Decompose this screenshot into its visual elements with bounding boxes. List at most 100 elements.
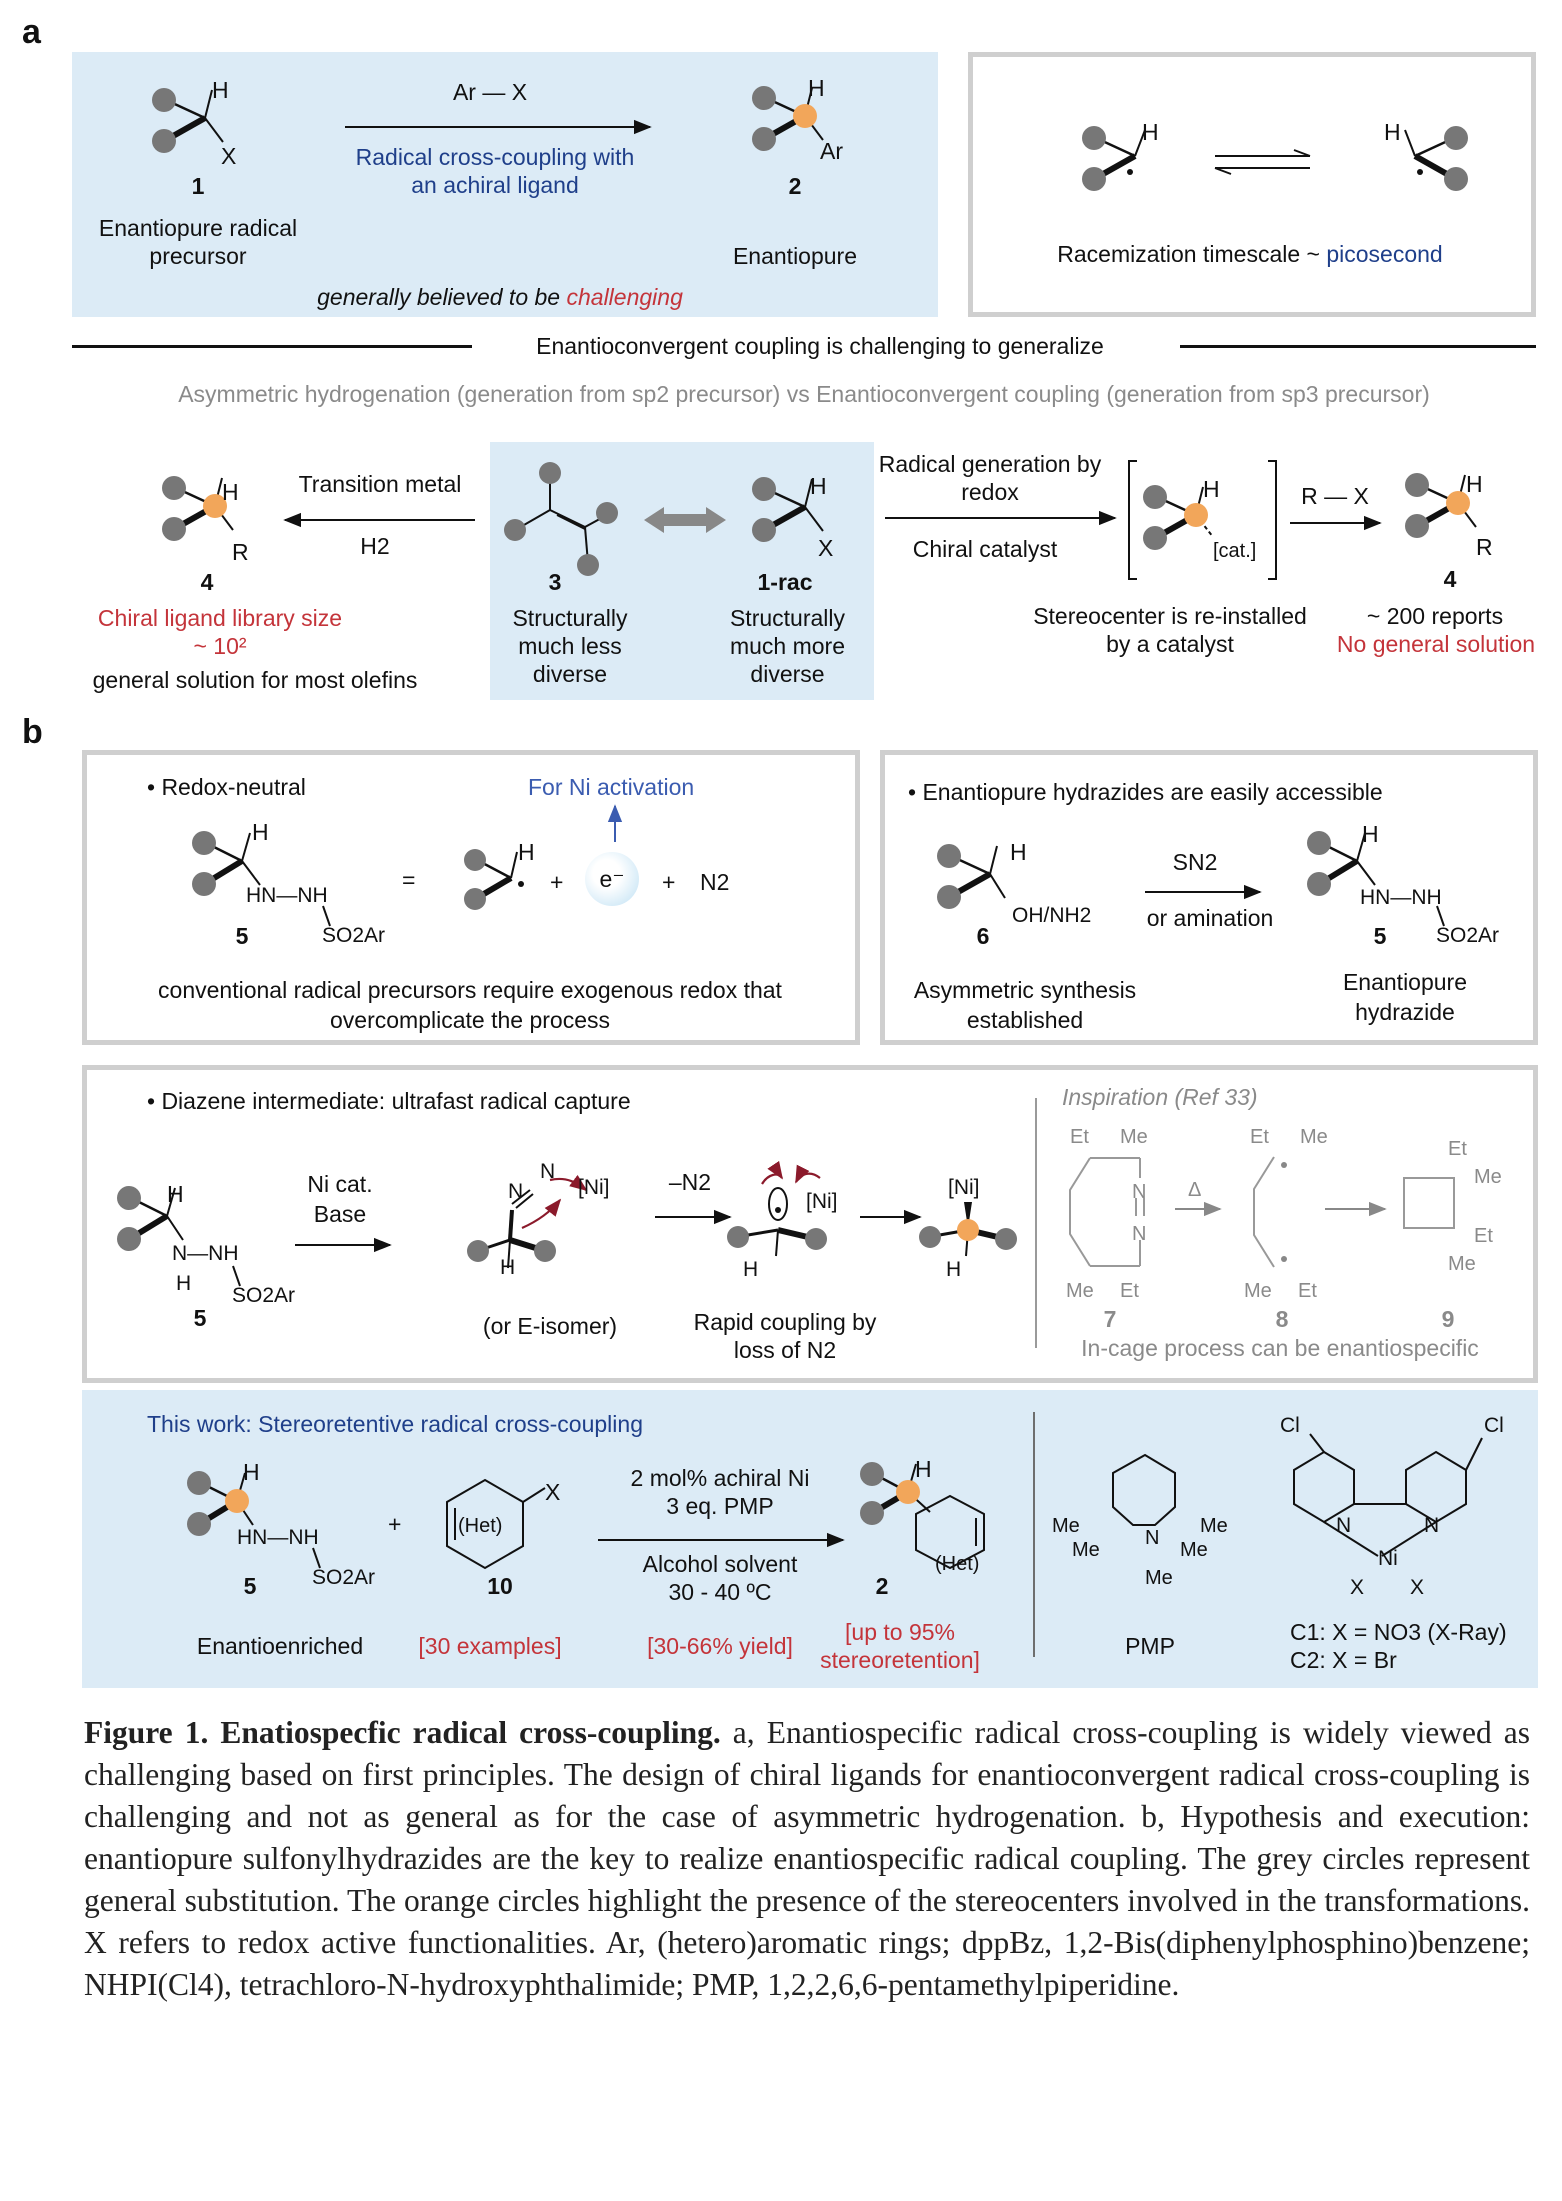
- compound-number-5-box3: 5: [193, 1305, 207, 1331]
- arrow-ar-x-label: Ar — X: [452, 79, 528, 105]
- h2-label: H2: [360, 533, 390, 559]
- condition-solvent: Alcohol solvent: [642, 1551, 798, 1577]
- compound-8-structure: [1253, 1156, 1287, 1268]
- left-product-4-structure: [162, 476, 234, 541]
- radical-ni-structure: [727, 1160, 827, 1257]
- right-product-4-structure: [1405, 473, 1477, 538]
- arrow-radical-cross-coupling-label: Radical cross-coupling with an achiral l…: [355, 144, 635, 198]
- compound-number-1: 1: [191, 173, 205, 199]
- aryl-halide-10-structure: [446, 1478, 546, 1570]
- right-product-h: H: [1466, 471, 1483, 497]
- r-x-label: R — X: [1301, 483, 1369, 509]
- box4-hydrazide-h: H: [243, 1459, 260, 1485]
- diazene-n-left: N: [508, 1180, 524, 1203]
- box4-product-het: (Het): [935, 1553, 980, 1575]
- box4-so2ar-bond: [312, 1547, 321, 1569]
- delta-label: Δ: [1188, 1179, 1202, 1201]
- ring-closure-arrow: [1325, 1201, 1387, 1217]
- c7-me-bottom: Me: [1066, 1280, 1094, 1302]
- compound-number-7: 7: [1103, 1306, 1117, 1332]
- compound-number-2-box4: 2: [875, 1573, 889, 1599]
- radical-left-structure: [1082, 126, 1146, 191]
- figure-caption-text: a, Enantiospecific radical cross-couplin…: [84, 1715, 1530, 2002]
- catalyst-bracket-structure: [1128, 460, 1277, 580]
- alcohol-6-structure: [937, 844, 1006, 909]
- box4-het-label: (Het): [458, 1515, 503, 1537]
- compound-number-4-left: 4: [200, 569, 214, 595]
- ni-complex-h: H: [946, 1258, 962, 1281]
- diazene-ni-label: [Ni]: [578, 1176, 610, 1199]
- catalyst-x-right: X: [1410, 1576, 1425, 1599]
- challenging-highlight: challenging: [566, 284, 683, 310]
- catalyst-bracket-h: H: [1203, 476, 1220, 502]
- hydrogenation-vs-coupling: Asymmetric hydrogenation (generation fro…: [178, 381, 1430, 407]
- radical-generation-arrow: [885, 510, 1117, 526]
- pmp-me-n: Me: [1145, 1567, 1173, 1589]
- condition-catalyst: 2 mol% achiral Ni: [630, 1465, 810, 1491]
- e-isomer-note: (or E-isomer): [482, 1313, 618, 1339]
- diazene-bullet: • Diazene intermediate: ultrafast radica…: [147, 1088, 631, 1114]
- box4-product-h: H: [915, 1456, 932, 1482]
- left-product-h: H: [222, 479, 239, 505]
- pmp-label: PMP: [1125, 1633, 1175, 1659]
- condition-temperature: 30 - 40 ºC: [668, 1579, 772, 1605]
- c7-n-bottom: N: [1132, 1223, 1147, 1245]
- equilibrium-arrows: [1214, 149, 1311, 175]
- racemic-1-structure: [752, 477, 824, 542]
- compound-number-3: 3: [548, 569, 562, 595]
- catalyst-c2-label: C2: X = Br: [1290, 1647, 1397, 1673]
- enantioenriched-label: Enantioenriched: [196, 1633, 364, 1659]
- ni-center-label: Ni: [1378, 1547, 1398, 1570]
- c9-et-top: Et: [1448, 1138, 1467, 1160]
- thermolysis-arrow: [1175, 1201, 1222, 1217]
- picosecond-highlight: picosecond: [1326, 241, 1443, 267]
- asymmetric-synthesis-caption: Asymmetric synthesis established: [913, 977, 1137, 1033]
- diazene-formation-arrow: [295, 1237, 392, 1253]
- n2-loss-arrow: [655, 1209, 732, 1225]
- this-work-divider: [1033, 1412, 1035, 1657]
- hydrazide-access-box: [880, 750, 1538, 1045]
- hydrazide-5-structure-box1: [192, 831, 261, 896]
- c8-et-bottom: Et: [1298, 1280, 1317, 1302]
- redox-neutral-bullet: • Redox-neutral: [147, 774, 306, 800]
- no-general-solution: No general solution: [1336, 631, 1536, 657]
- cross-coupling-arrow: [1290, 515, 1382, 531]
- challenging-note: generally believed to be challenging: [240, 283, 760, 311]
- bipyridine-ni-catalyst-structure: [1293, 1433, 1483, 1557]
- product-2-caption: Enantiopure: [732, 243, 858, 269]
- catalyst-c1-label: C1: X = NO3 (X-Ray): [1290, 1619, 1507, 1645]
- diazene-intermediate-structure: [467, 1174, 588, 1269]
- ni-cat-label: Ni cat.: [307, 1171, 373, 1197]
- alcohol-6-h: H: [1010, 839, 1027, 865]
- transition-metal-label: Transition metal: [298, 471, 462, 497]
- precursor-1-h: H: [212, 77, 229, 103]
- bipy-n-right: N: [1424, 1514, 1440, 1537]
- condition-base: 3 eq. PMP: [666, 1493, 774, 1519]
- precursor-1-structure: [152, 88, 224, 153]
- reaction-arrow-a: [345, 119, 652, 135]
- radical-left-h: H: [1142, 119, 1159, 145]
- racemization-timescale: Racemization timescale ~ picosecond: [1000, 240, 1500, 268]
- c8-me-bottom: Me: [1244, 1280, 1272, 1302]
- compound-number-5-box4: 5: [243, 1573, 257, 1599]
- box2-hydrazide-h: H: [1362, 821, 1379, 847]
- compound-number-1-rac: 1-rac: [757, 569, 813, 595]
- ligand-library-line2: ~ 10²: [193, 633, 247, 659]
- c9-me-top: Me: [1474, 1166, 1502, 1188]
- racemic-h: H: [810, 473, 827, 499]
- plus-sign-2: +: [662, 869, 676, 895]
- this-work-arrow: [598, 1532, 845, 1548]
- catalyst-label: [cat.]: [1213, 540, 1257, 562]
- panel-b-label: b: [22, 713, 43, 751]
- oh-nh2-label: OH/NH2: [1012, 904, 1092, 927]
- ni-complex-label: [Ni]: [948, 1176, 980, 1199]
- panel-a-blue-box: [72, 52, 938, 317]
- racemic-x: X: [818, 535, 834, 561]
- hydrogenation-arrow: [283, 512, 475, 528]
- yield-range: [30-66% yield]: [647, 1633, 793, 1659]
- box1-so2ar-bond: [322, 905, 331, 927]
- compound-number-5-box1: 5: [235, 923, 249, 949]
- box4-plus: +: [388, 1511, 402, 1537]
- coupling-arrow: [860, 1209, 922, 1225]
- box2-hn-nh: HN—NH: [1360, 886, 1442, 909]
